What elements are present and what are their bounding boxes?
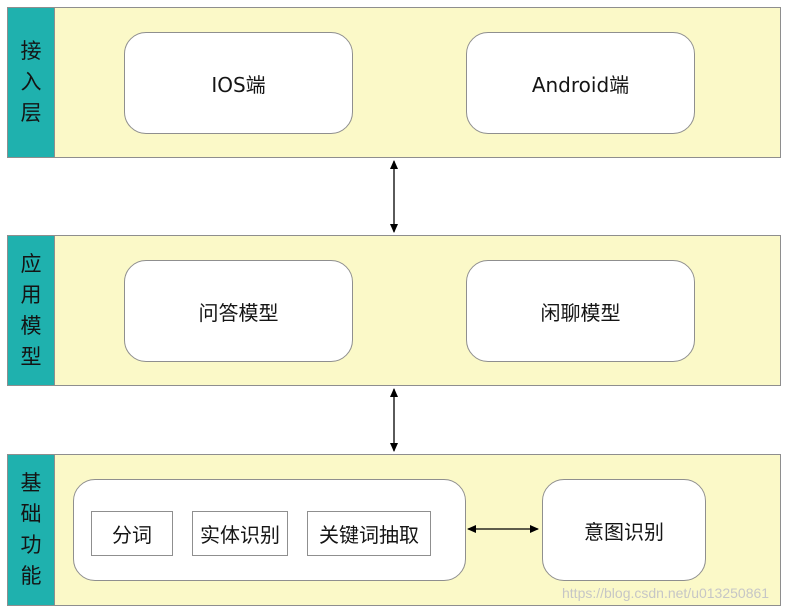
application-model-layer-label-char-4: 型 (20, 344, 42, 369)
application-model-layer-label-char-3: 模 (20, 313, 42, 338)
basic-function-layer-label-char-2: 础 (20, 502, 42, 526)
access-layer: 接 入 层 IOS端 Android端 (7, 7, 781, 158)
application-model-layer-label: 应 用 模 型 (8, 236, 55, 385)
basic-function-layer-label: 基 础 功 能 (8, 455, 55, 605)
access-layer-label-char-3: 层 (20, 101, 42, 125)
basic-function-layer-label-char-1: 基 (20, 471, 42, 495)
application-model-layer-label-char-1: 应 (20, 251, 42, 276)
watermark-text: https://blog.csdn.net/u013250861 (562, 585, 770, 601)
application-model-layer: 应 用 模 型 问答模型 闲聊模型 (7, 235, 781, 386)
entity-recognition-box: 实体识别 (192, 511, 288, 556)
keyword-extraction-box: 关键词抽取 (307, 511, 431, 556)
access-layer-label-char-1: 接 (20, 39, 42, 63)
nlp-tools-group: 分词 实体识别 关键词抽取 (73, 479, 466, 581)
qa-model-node: 问答模型 (124, 260, 353, 362)
basic-function-layer-label-char-3: 功 (20, 533, 42, 557)
access-layer-label-char-2: 入 (20, 70, 42, 94)
access-layer-label: 接 入 层 (8, 8, 55, 157)
basic-function-layer: 基 础 功 能 分词 实体识别 关键词抽取 意图识别 (7, 454, 781, 606)
chitchat-model-node: 闲聊模型 (466, 260, 695, 362)
word-segmentation-box: 分词 (91, 511, 173, 556)
ios-client-node: IOS端 (124, 32, 353, 134)
basic-function-layer-label-char-4: 能 (20, 564, 42, 588)
android-client-node: Android端 (466, 32, 695, 134)
application-model-layer-label-char-2: 用 (20, 282, 42, 307)
intent-recognition-node: 意图识别 (542, 479, 706, 581)
